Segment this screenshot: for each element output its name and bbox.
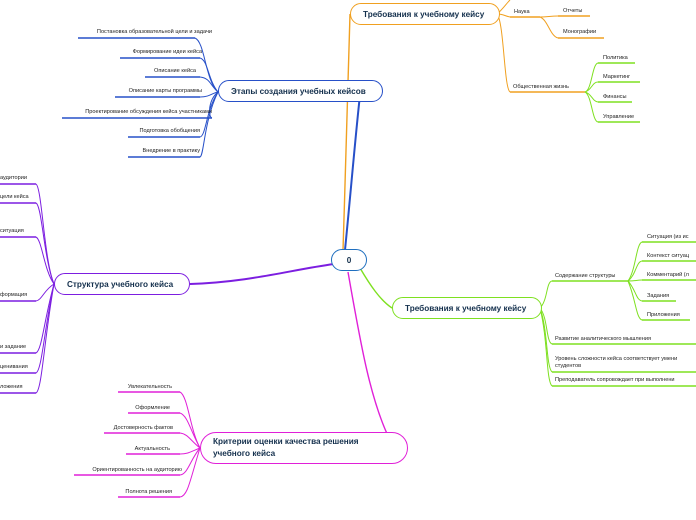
structure-item: ситуация (0, 228, 24, 234)
criteria-node[interactable]: Критерии оценки качества решения учебног… (200, 432, 408, 464)
req-extra-item: Уровень сложности кейса соответствует ум… (555, 356, 678, 369)
content-item: Ситуация (из ис (647, 234, 689, 240)
science-item: Отчеты (563, 8, 583, 14)
content-item: Задания (647, 293, 670, 299)
content-item: Приложения (647, 312, 680, 318)
stages-item: Постановка образовательной цели и задачи (96, 29, 212, 35)
content-item: Комментарий (л (647, 272, 689, 278)
structure-item: и задание (0, 344, 27, 350)
req-main-connectors (539, 241, 696, 387)
structure-item: ложения (0, 384, 23, 390)
req-main-node[interactable]: Требования к учебному кейсу (392, 297, 542, 319)
stages-leaf-connectors (62, 37, 219, 158)
stages-item: Подготовка обобщения (139, 128, 200, 134)
structure-item: формация (0, 292, 28, 298)
science-label: Наука (514, 9, 530, 15)
stages-title: Этапы создания учебных кейсов (231, 86, 366, 96)
structure-title: Структура учебного кейса (67, 279, 174, 289)
req-top-social-connectors (584, 62, 640, 123)
central-node[interactable]: 0 (331, 249, 367, 271)
structure-item: цели кейса (0, 194, 29, 200)
stages-item: Внедрение в практику (142, 148, 200, 154)
stages-node[interactable]: Этапы создания учебных кейсов (218, 80, 383, 102)
social-item: Управление (603, 114, 635, 120)
req-top-title: Требования к учебному кейсу (363, 9, 485, 19)
stages-item: Проектирование обсуждения кейса участник… (85, 109, 212, 115)
stages-item: Описание карты программы (128, 88, 202, 94)
structure-item: ценивания (0, 364, 28, 370)
connector-criteria (347, 271, 391, 441)
criteria-item: Полнота решения (125, 489, 172, 495)
connector-structure (189, 263, 335, 285)
structure-node[interactable]: Структура учебного кейса (54, 273, 190, 295)
criteria-item: Ориентированность на аудиторию (92, 467, 182, 473)
connector-req-main (359, 267, 393, 309)
structure-item: аудитории (0, 175, 28, 181)
req-top-connectors (496, 0, 604, 93)
social-item: Маркетинг (603, 74, 631, 80)
connector-req-top (342, 13, 351, 251)
central-node-label: 0 (346, 255, 352, 265)
social-label: Общественная жизнь (513, 84, 569, 90)
social-item: Политика (603, 55, 628, 61)
req-extra-item: Развитие аналитического мышления (555, 336, 651, 342)
criteria-item: Актуальность (134, 446, 170, 452)
social-item: Финансы (603, 94, 627, 100)
criteria-item: Достоверность фактов (113, 425, 173, 431)
structure-leaf-connectors (0, 183, 55, 394)
req-extra-item: Преподаватель сопровождает при выполнени (555, 377, 675, 383)
stages-item: Формирование идеи кейса (132, 49, 202, 55)
content-item: Контекст ситуац (647, 253, 690, 259)
req-main-title: Требования к учебному кейсу (405, 303, 527, 313)
science-item: Монографии (563, 29, 597, 35)
criteria-item: Увлекательность (127, 384, 172, 390)
criteria-title: Критерии оценки качества решения учебног… (213, 437, 359, 458)
req-top-node[interactable]: Требования к учебному кейсу (350, 3, 500, 25)
content-label: Содержание структуры (555, 273, 616, 279)
criteria-leaf-connectors (74, 391, 201, 498)
connector-stages (344, 94, 361, 251)
stages-item: Описание кейса (154, 68, 196, 74)
criteria-item: Оформление (135, 405, 170, 411)
